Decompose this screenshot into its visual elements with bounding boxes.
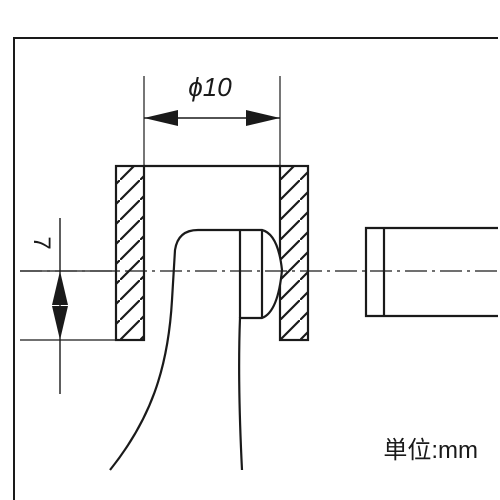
right-wall-hatch	[280, 166, 308, 340]
drawing-frame	[13, 37, 498, 500]
height-arrow-top	[52, 271, 68, 305]
height-arrow-bottom	[52, 306, 68, 340]
left-wall	[114, 164, 146, 342]
height-label: 7	[28, 236, 55, 249]
left-wall-hatch	[116, 166, 144, 340]
pin-outline	[364, 226, 498, 318]
diameter-arrow-right	[246, 110, 280, 126]
diameter-arrow-left	[144, 110, 178, 126]
units-label: 単位:mm	[383, 437, 478, 464]
diameter-label: ϕ10	[188, 72, 232, 102]
